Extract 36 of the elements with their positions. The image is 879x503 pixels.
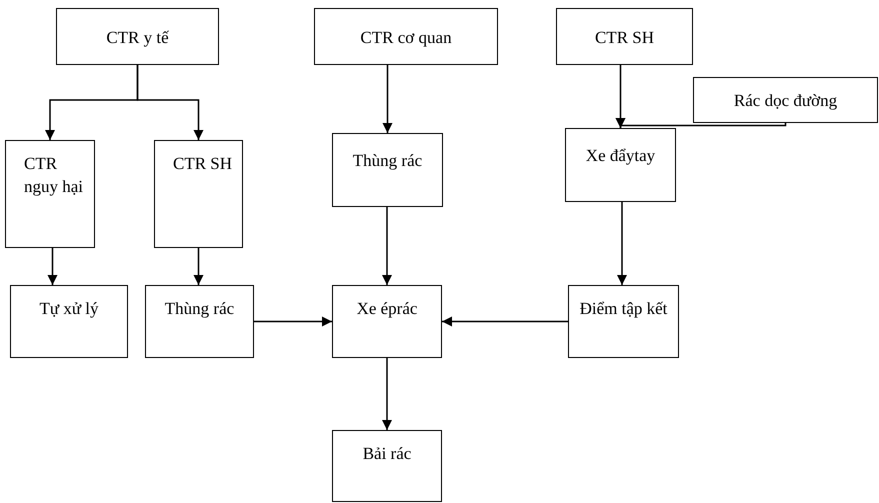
arrow xyxy=(382,65,392,133)
box-label: CTR SH xyxy=(594,27,654,49)
box-label: CTR y tế xyxy=(106,27,169,49)
process-box xyxy=(56,8,219,65)
box-label: Thùng rác xyxy=(352,150,422,172)
box-label: Tự xử lý xyxy=(39,298,99,320)
box-label: Rác dọc đường xyxy=(734,90,838,112)
arrow xyxy=(617,202,627,285)
box-label: Xe đẩytay xyxy=(586,145,656,167)
process-box xyxy=(10,285,128,358)
box-label: Xe éprác xyxy=(356,298,418,320)
process-box xyxy=(693,77,878,123)
process-box xyxy=(568,285,679,358)
process-box xyxy=(556,8,693,65)
box-label: Thùng rác xyxy=(164,298,234,320)
process-box xyxy=(145,285,254,358)
arrow xyxy=(194,248,204,285)
box-label: CTR cơ quan xyxy=(360,27,452,49)
arrow xyxy=(442,316,568,326)
box-label: CTR SH xyxy=(173,153,232,175)
arrow xyxy=(136,65,204,140)
box-label: CTR nguy hại xyxy=(24,153,84,198)
arrow xyxy=(616,118,786,128)
process-box xyxy=(332,430,442,502)
process-box xyxy=(332,285,442,358)
process-box xyxy=(332,133,443,207)
box-label: Bải rác xyxy=(362,443,412,465)
box-label: Điểm tập kết xyxy=(580,298,668,320)
process-box xyxy=(154,140,243,248)
process-box xyxy=(314,8,498,65)
arrow xyxy=(382,207,392,285)
process-box xyxy=(565,128,676,202)
process-box xyxy=(5,140,95,248)
arrow xyxy=(382,358,392,430)
arrow xyxy=(48,248,58,285)
arrow xyxy=(254,316,332,326)
